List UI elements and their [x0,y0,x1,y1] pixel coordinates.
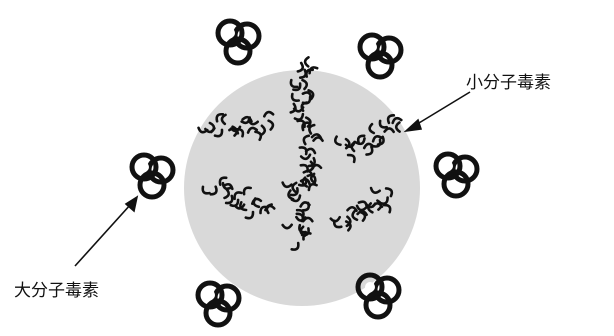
large-toxin-molecule [132,155,173,197]
large-toxin-molecule [218,21,259,63]
large-toxin-pointer [75,204,131,266]
large-toxin-molecule [198,283,239,325]
large-toxin-label: 大分子毒素 [14,276,99,301]
large-toxin-molecule [360,35,401,77]
small-toxin-arrowhead [406,120,421,131]
small-toxin-label: 小分子毒素 [466,68,551,93]
small-toxin-pointer [414,92,470,126]
small-toxin-fragment [304,57,309,66]
large-toxin-molecule [436,154,477,196]
